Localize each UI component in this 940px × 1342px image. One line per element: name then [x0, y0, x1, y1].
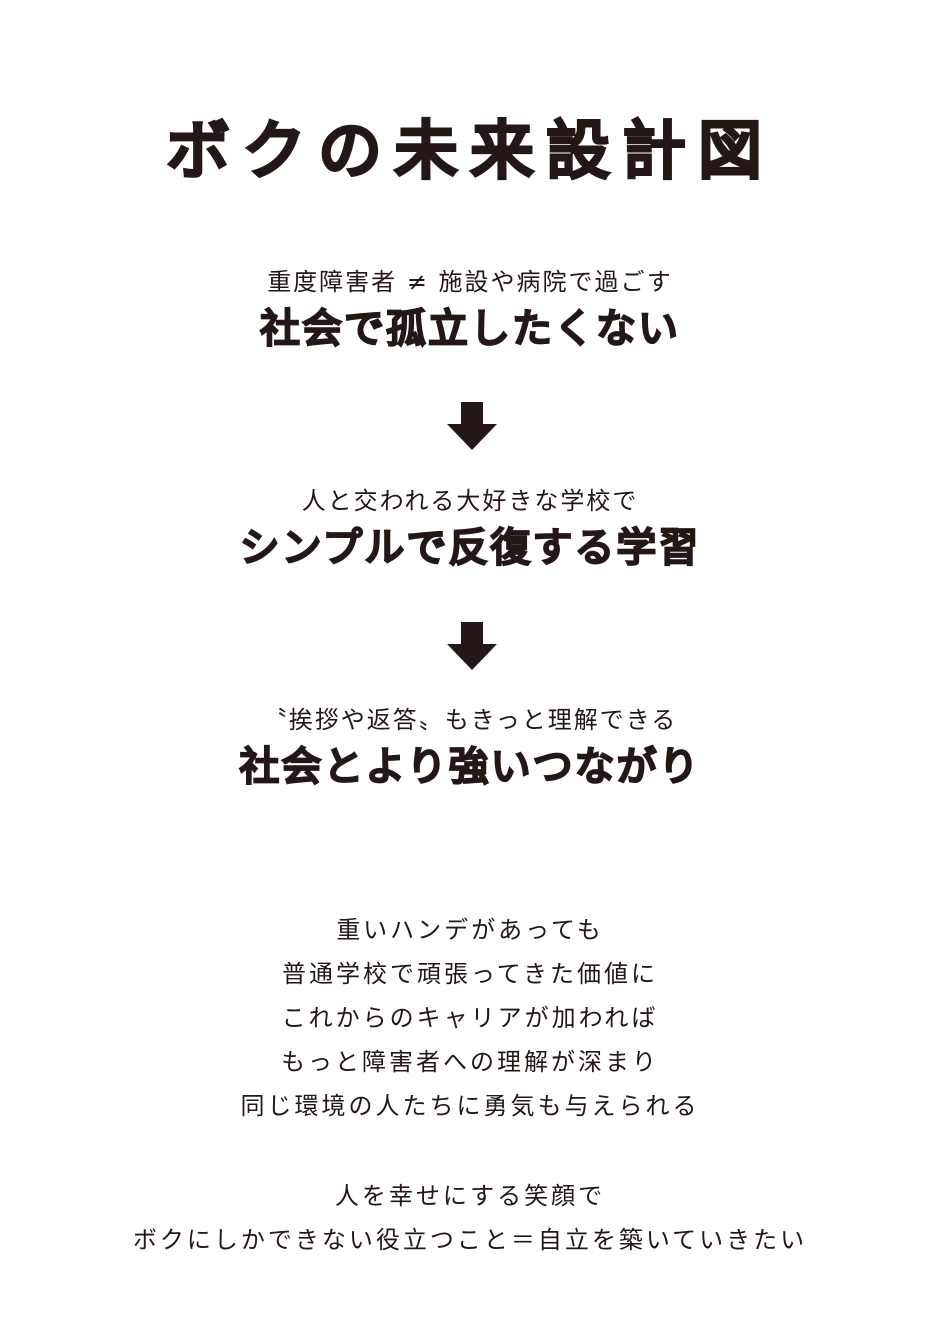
- paragraph-line: もっと障害者への理解が深まり: [281, 1048, 659, 1076]
- arrow-down-icon: [447, 622, 497, 670]
- step-3-heading: 社会とより強いつながり: [239, 743, 701, 791]
- step-3: 〝挨拶や返答〟もきっと理解できる 社会とより強いつながり: [0, 704, 940, 794]
- step-2-heading: シンプルで反復する学習: [239, 524, 701, 572]
- arrow-down-icon: [447, 402, 497, 450]
- paragraph-line: 同じ環境の人たちに勇気も与えられる: [240, 1092, 700, 1120]
- closing-paragraph-2: 人を幸せにする笑顔で ボクにしかできない役立つこと＝自立を築いていきたい: [0, 1174, 940, 1262]
- step-2: 人と交われる大好きな学校で シンプルで反復する学習: [0, 485, 940, 575]
- step-1-subtitle: 重度障害者 ≠ 施設や病院で過ごす: [267, 268, 673, 296]
- paragraph-line: 重いハンデがあっても: [336, 916, 604, 944]
- paragraph-line: 普通学校で頑張ってきた価値に: [281, 960, 659, 988]
- page-title: ボクの未来設計図: [165, 114, 774, 190]
- paragraph-line: これからのキャリアが加われば: [281, 1004, 659, 1032]
- step-2-subtitle: 人と交われる大好きな学校で: [301, 487, 639, 515]
- step-1-heading: 社会で孤立したくない: [259, 305, 680, 353]
- paragraph-line: 人を幸せにする笑顔で: [334, 1182, 606, 1210]
- paragraph-line: ボクにしかできない役立つこと＝自立を築いていきたい: [132, 1226, 808, 1254]
- closing-paragraph-1: 重いハンデがあっても 普通学校で頑張ってきた価値に これからのキャリアが加われば…: [0, 908, 940, 1128]
- step-3-subtitle: 〝挨拶や返答〟もきっと理解できる: [262, 706, 678, 734]
- step-1: 重度障害者 ≠ 施設や病院で過ごす 社会で孤立したくない: [0, 266, 940, 356]
